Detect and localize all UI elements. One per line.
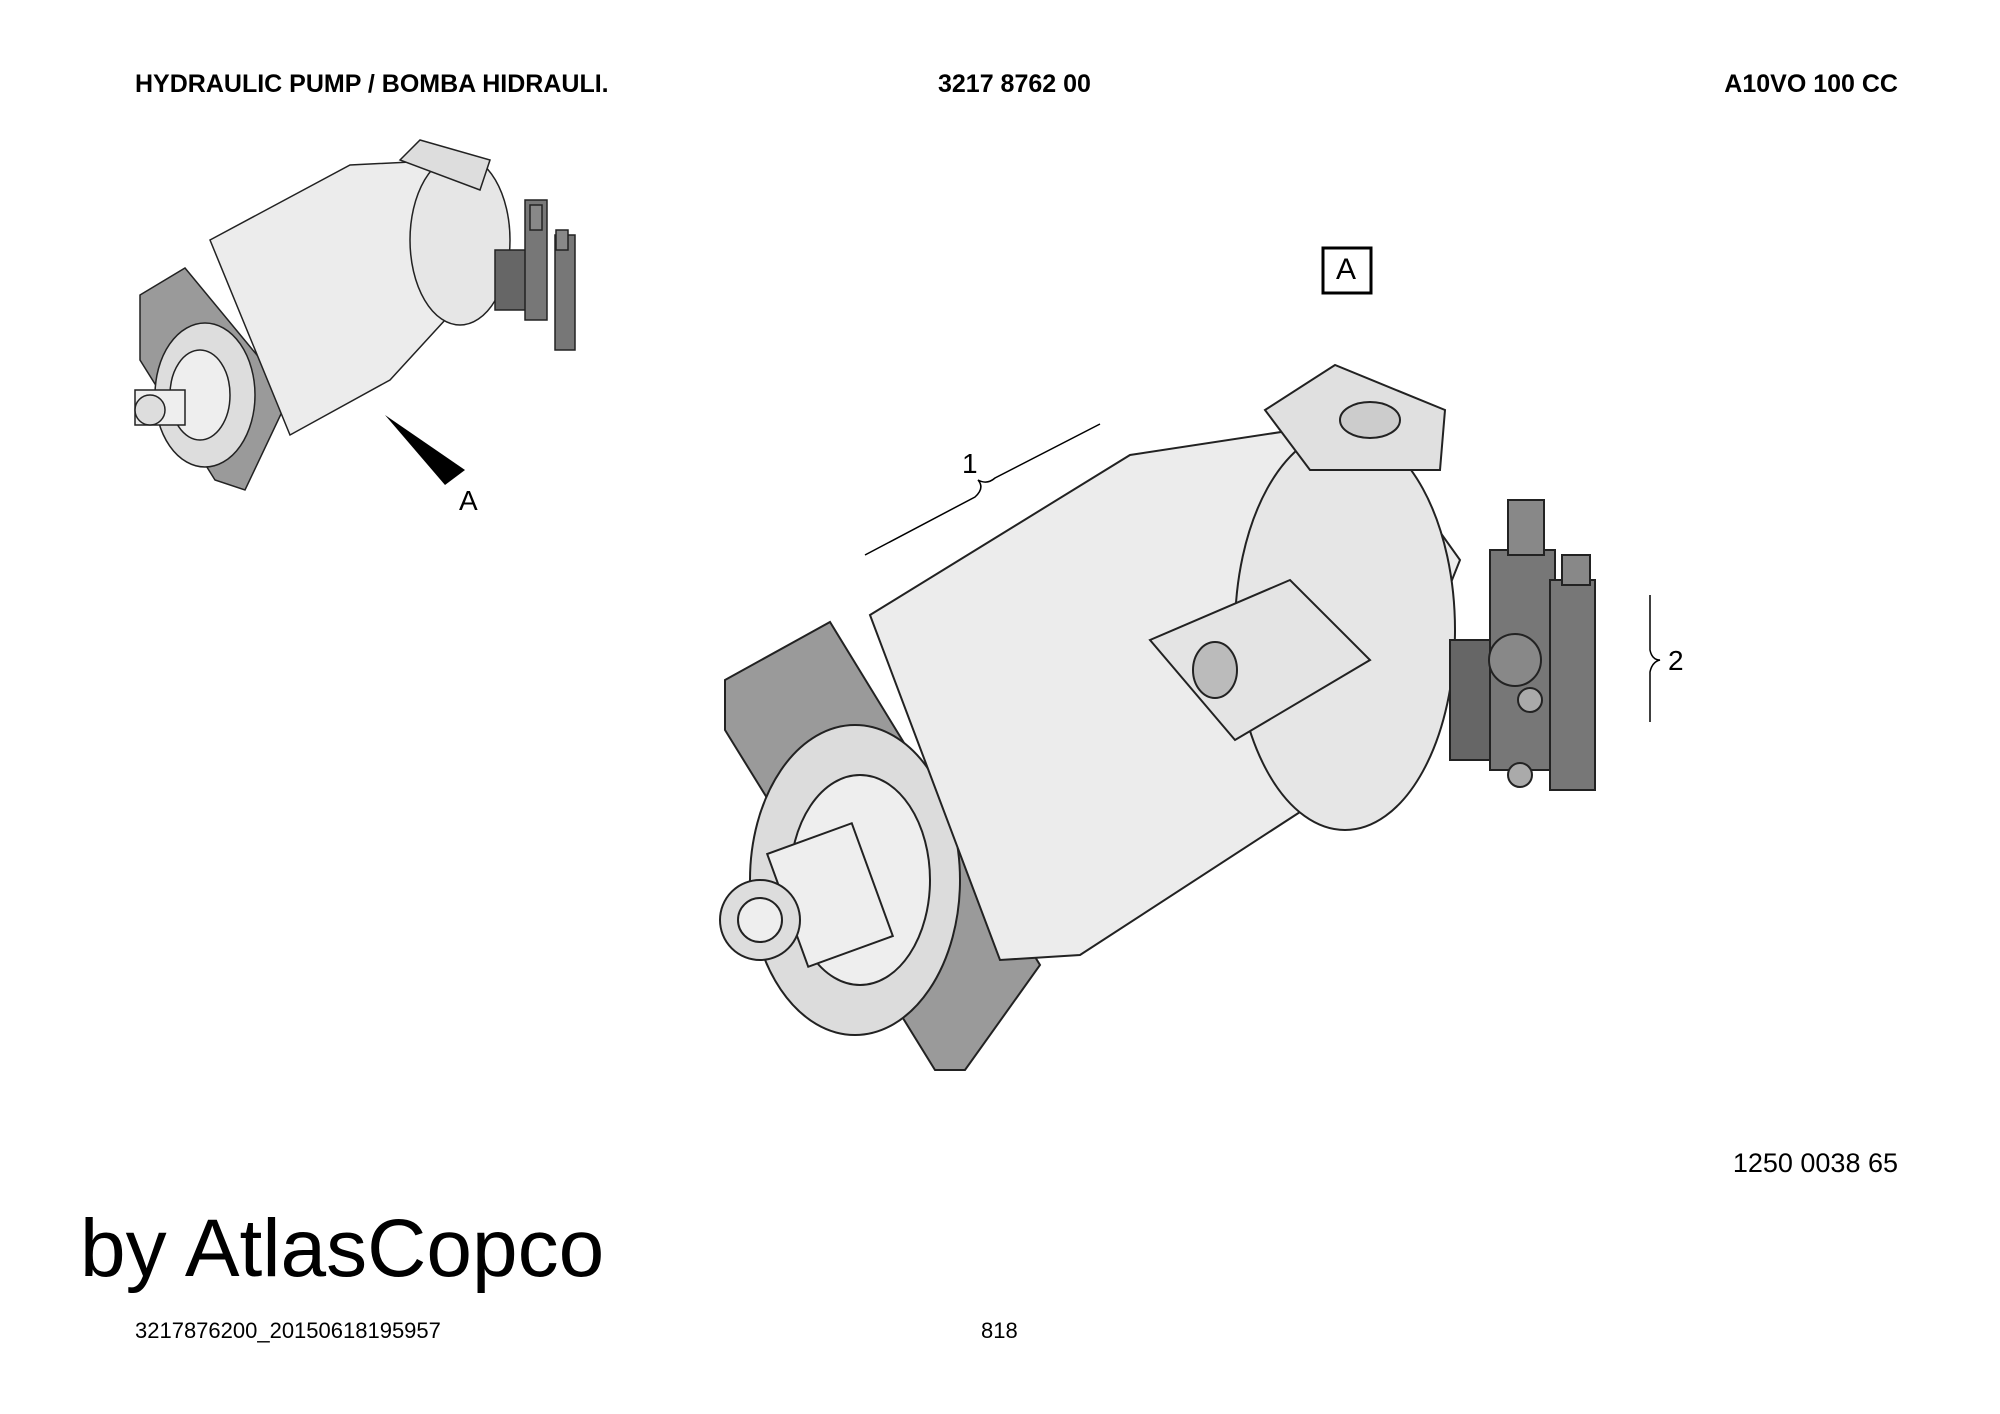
callout-1: 1	[962, 448, 978, 479]
callout-bracket-2	[1649, 595, 1661, 722]
view-arrow-label: A	[459, 485, 478, 516]
view-label-box-text: A	[1336, 253, 1357, 286]
callout-2: 2	[1668, 645, 1684, 676]
model-name: A10VO 100 CC	[1724, 70, 1898, 98]
drawing-number: 1250 0038 65	[1732, 1148, 1898, 1178]
file-id: 3217876200_20150618195957	[135, 1318, 441, 1343]
overview-pump-drawing	[134, 139, 576, 491]
main-pump-drawing	[719, 363, 1596, 1071]
document-title: HYDRAULIC PUMP / BOMBA HIDRAULI.	[135, 70, 609, 98]
view-label-box	[1321, 246, 1373, 295]
watermark: by AtlasCopco	[80, 1203, 605, 1294]
view-arrow-icon	[385, 415, 465, 485]
page-number: 818	[981, 1318, 1018, 1343]
part-number: 3217 8762 00	[938, 70, 1091, 98]
callout-leader-1	[864, 423, 1101, 556]
